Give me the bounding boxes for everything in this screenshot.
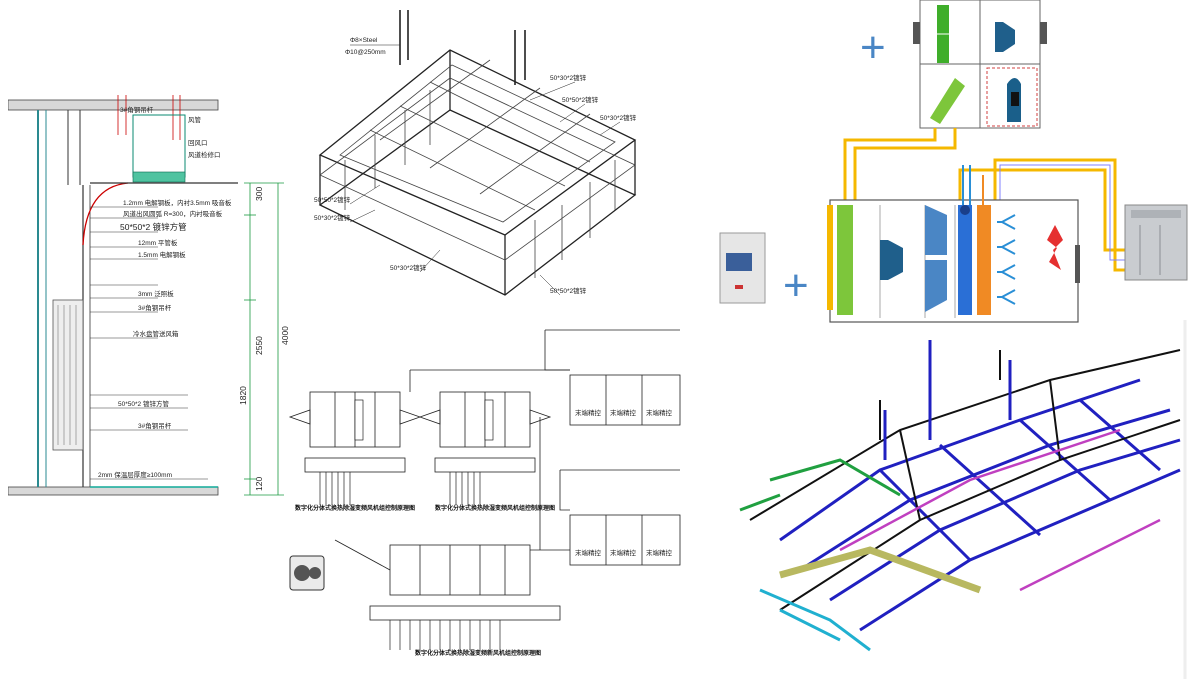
room-label-1: 末端精控 <box>575 408 602 417</box>
iso-label-b1: 50*50*2镀锌 <box>550 286 587 295</box>
dim-4000: 4000 <box>280 326 290 345</box>
room-label-6: 末端精控 <box>646 548 673 557</box>
caption-mid-unit: 数字化分体式换热除湿变频风机组控制原理图 <box>435 504 555 512</box>
ahu-diagram: + + <box>715 0 1190 330</box>
label-top-right-3: 风道检修口 <box>188 150 221 159</box>
room-label-4: 末端精控 <box>575 548 602 557</box>
label-radius: 风道出风圆弧 R=300，内衬吸音板 <box>123 209 223 218</box>
label-seal-12: 12mm 平管板 <box>138 238 178 247</box>
dim-2550: 2550 <box>254 336 264 355</box>
plus-symbol-top: + <box>860 23 886 72</box>
label-hanger2: 3#角钢吊杆 <box>138 421 172 430</box>
iso-label-r2: 50*50*2镀锌 <box>562 95 599 104</box>
isometric-frame-drawing: Φ8×Steel Φ10@250mm 50*30*2镀锌 50*50*2镀锌 5… <box>300 10 660 310</box>
room-label-3: 末端精控 <box>646 408 673 417</box>
control-schematic: 末端精控 末端精控 末端精控 末端精控 末端精控 末端精控 数字化分体式换热除湿… <box>280 320 720 670</box>
label-frame: 50*50*2 镀锌方管 <box>120 222 187 232</box>
plus-symbol-bottom: + <box>783 261 809 310</box>
caption-left-unit: 数字化分体式换热除湿变频风机组控制原理图 <box>295 504 415 512</box>
label-wire-mesh: 3#角钢吊杆 <box>120 105 154 114</box>
dim-300: 300 <box>254 187 264 201</box>
label-top-right-1: 风管 <box>188 115 202 124</box>
caption-bottom-unit: 数字化分体式换热除湿变频新风机组控制原理图 <box>415 649 541 657</box>
iso-label-top1: Φ8×Steel <box>350 37 378 44</box>
bim-piping-model <box>720 320 1191 679</box>
room-label-2: 末端精控 <box>610 408 637 417</box>
iso-label-r1: 50*30*2镀锌 <box>550 73 587 82</box>
label-top-right-2: 回风口 <box>188 139 208 147</box>
label-panel-3: 3mm 泛照板 <box>138 289 174 298</box>
iso-label-l3: 50*30*2镀锌 <box>390 263 427 272</box>
section-drawing: 3#角钢吊杆 风管 回风口 风道检修口 1.2mm 电解钢板，内衬3.5mm 吸… <box>8 95 298 505</box>
iso-label-r3: 50*30*2镀锌 <box>600 113 637 122</box>
iso-label-l1: 50*50*2镀锌 <box>314 195 351 204</box>
label-floor: 2mm 保温层厚度≥100mm <box>98 470 172 479</box>
iso-label-l2: 50*30*2镀锌 <box>314 213 351 222</box>
room-label-5: 末端精控 <box>610 548 637 557</box>
label-seal-15: 1.5mm 电解钢板 <box>138 250 186 259</box>
label-hanger: 3#角钢吊杆 <box>138 303 172 312</box>
label-plate: 1.2mm 电解钢板，内衬3.5mm 吸音板 <box>123 198 232 207</box>
label-support: 50*50*2 镀锌方管 <box>118 399 169 408</box>
label-filter: 冷水盘管送风箱 <box>133 329 179 338</box>
iso-label-top2: Φ10@250mm <box>345 49 386 56</box>
dim-1820: 1820 <box>238 386 248 405</box>
dim-120: 120 <box>254 477 264 491</box>
